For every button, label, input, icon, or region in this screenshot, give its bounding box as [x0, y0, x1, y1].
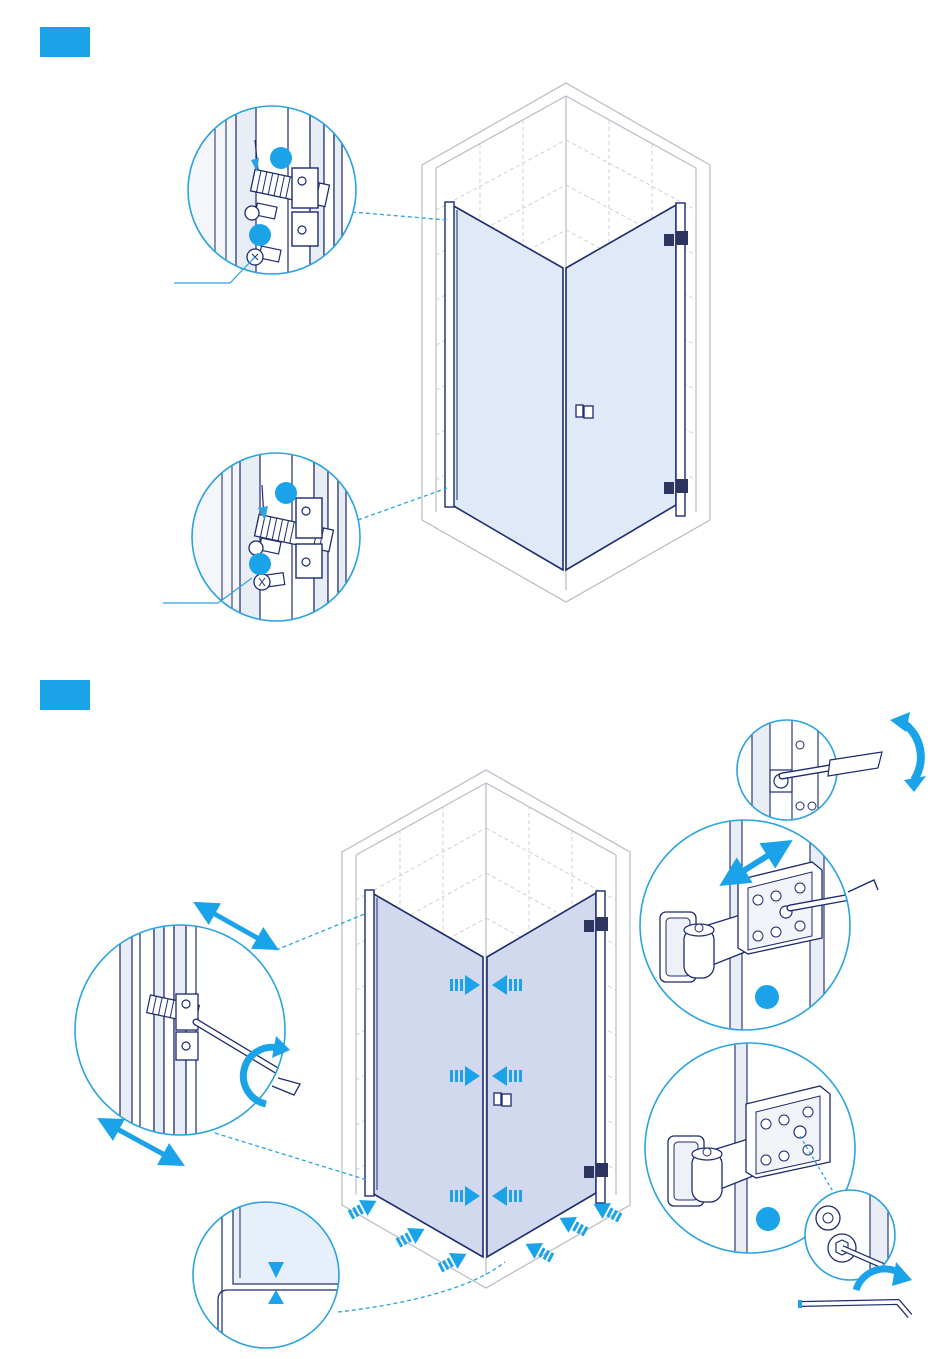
part-marker-icon: [756, 1207, 780, 1231]
callout-link-line: [358, 488, 447, 520]
floor-push-arrows-icon: [346, 1193, 624, 1276]
wall-bracket-adjust-detail: [75, 908, 300, 1160]
part-marker-icon: [755, 985, 779, 1009]
step2-door-handle-icon: [494, 1093, 511, 1106]
allen-key-detail: [800, 1190, 912, 1316]
callout-link-line: [276, 913, 367, 950]
callout-link-line: [338, 1262, 505, 1312]
step-1-marker-icon: [40, 27, 90, 57]
callout-link-line: [215, 1133, 367, 1180]
step1-door-handle-icon: [576, 405, 593, 418]
hinge-adjust-detail: [640, 820, 878, 1030]
door-gap-detail: [193, 1202, 339, 1348]
step1-door-panel: [566, 203, 685, 570]
step1-fixed-panel: [445, 202, 563, 570]
lower-wall-bracket-detail: [163, 451, 362, 623]
step-2-marker-icon: [40, 680, 90, 710]
part-marker-icon: [275, 482, 297, 504]
part-marker-icon: [249, 553, 271, 575]
part-marker-icon: [270, 147, 292, 169]
callout-link-line: [352, 212, 447, 220]
part-marker-icon: [249, 224, 271, 246]
hinge-top-detail: [737, 712, 926, 820]
upper-wall-bracket-detail: [174, 104, 358, 283]
